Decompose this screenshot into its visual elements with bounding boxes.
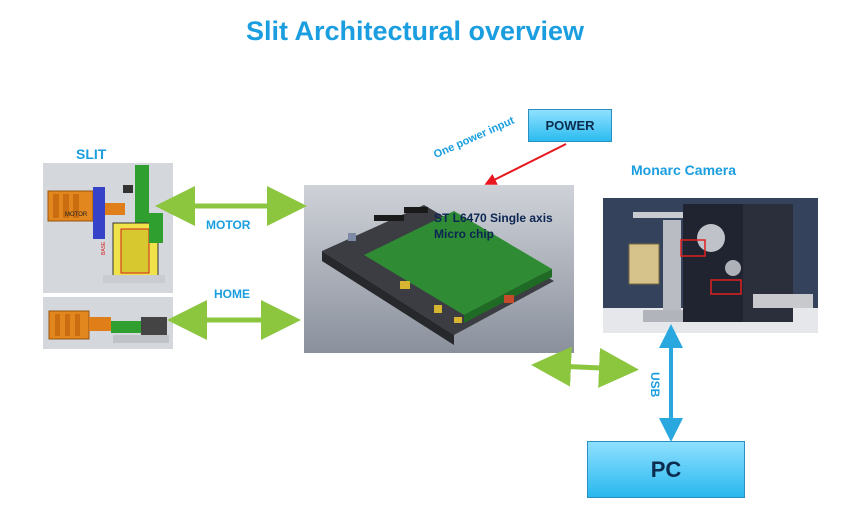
base-part-label: BASE [101,241,107,255]
slit-top-drawing: MOTOR BASE [43,163,173,293]
slit-bottom-image [43,297,173,349]
camera-image [603,198,818,333]
home-label: HOME [214,287,250,301]
controller-board-drawing [304,185,574,353]
power-arrow [484,143,567,185]
board-camera-arrow [531,346,639,388]
slit-label: SLIT [76,146,107,162]
slit-top-image: MOTOR BASE [43,163,173,293]
controller-board-image [304,185,574,353]
camera-drawing [603,198,818,333]
diagram-title: Slit Architectural overview [245,16,585,46]
power-box: POWER [528,109,612,142]
motor-part-label: MOTOR [65,212,88,218]
camera-label: Monarc Camera [631,162,737,178]
slit-bottom-drawing [43,297,173,349]
pc-box: PC [587,441,745,498]
chip-label: ST L6470 Single axis Micro chip [434,211,553,241]
